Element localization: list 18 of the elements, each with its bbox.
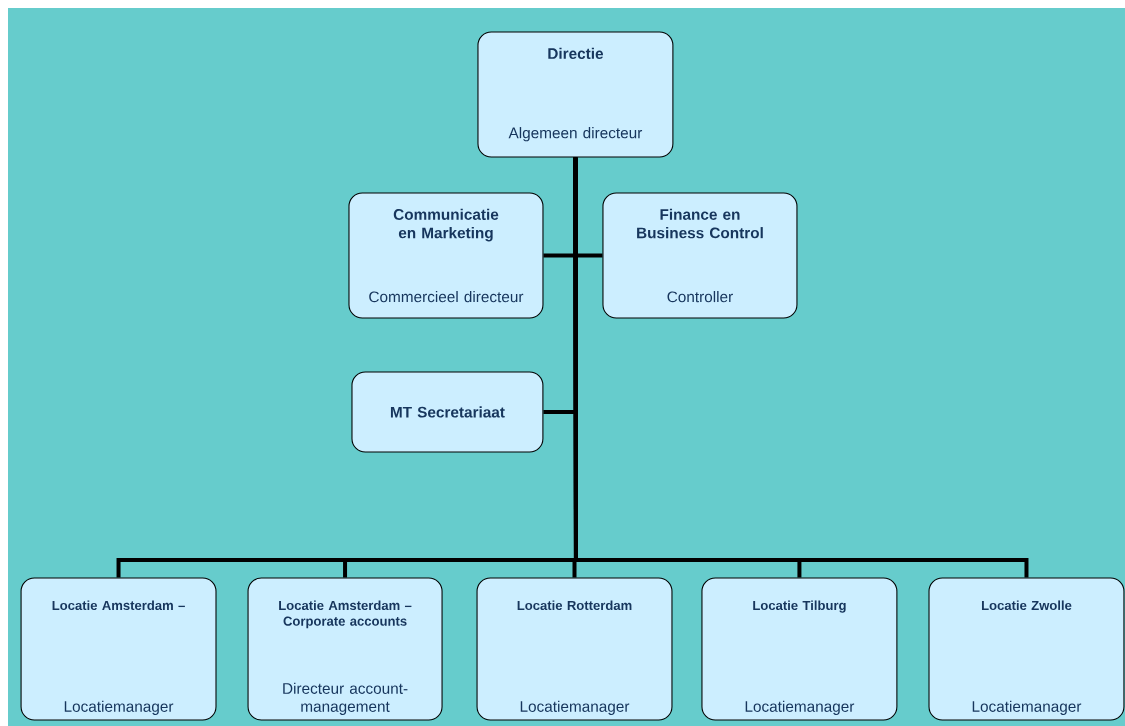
box-subtitle: Commercieel directeur xyxy=(369,291,524,303)
connector-line xyxy=(573,157,1029,578)
box-subtitle: Locatiemanager xyxy=(64,700,174,715)
box-heading: Locatie Tilburg xyxy=(753,600,846,613)
box-heading: Directie xyxy=(548,47,604,59)
box-subtitle: Locatiemanager xyxy=(745,700,855,715)
box-subtitle: Locatiemanager xyxy=(972,700,1082,715)
box-subtitle: Algemeen directeur xyxy=(508,127,643,142)
box-heading: MT Secretariaat xyxy=(390,406,505,418)
box-subtitle: Controller xyxy=(667,291,733,303)
box-heading: Finance en Business Control xyxy=(637,208,763,239)
box-subtitle: Directeur account-management xyxy=(283,682,408,715)
box-heading: Locatie Rotterdam xyxy=(517,600,632,611)
box-heading: Locatie Amsterdam – xyxy=(52,600,185,611)
box-heading: Communicatie en Marketing xyxy=(393,208,499,242)
box-heading: Locatie Zwolle xyxy=(982,600,1072,611)
box-subtitle: Locatiemanager xyxy=(520,700,630,715)
box-heading: Locatie Amsterdam – Corporate accounts xyxy=(279,600,412,629)
